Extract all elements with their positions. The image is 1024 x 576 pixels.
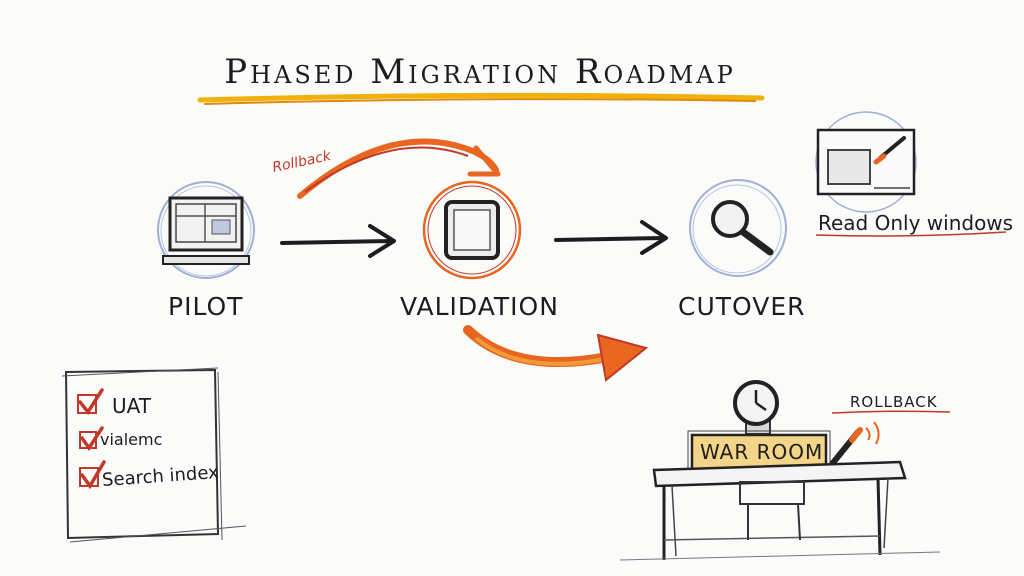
pen-icon <box>829 421 880 467</box>
orange-arrow-bottom <box>463 325 649 382</box>
checklist-item-1: UAT <box>112 394 151 418</box>
arrow-pilot-to-validation <box>280 224 396 258</box>
war-room-rollback-label: ROLLBACK <box>850 393 938 411</box>
magnifier-icon <box>689 179 787 277</box>
monitor-icon <box>157 181 255 279</box>
read-only-label: Read Only windows <box>818 211 1014 235</box>
clock-icon <box>733 380 779 435</box>
stage-label-validation: VALIDATION <box>400 292 559 321</box>
war-room-sign <box>687 430 831 474</box>
stage-label-cutover: CUTOVER <box>678 292 806 321</box>
checklist-item-2: vialemc <box>100 430 163 449</box>
read-only-window-icon <box>815 111 917 213</box>
arrow-validation-to-cutover <box>554 220 668 255</box>
war-room-label: WAR ROOM <box>700 440 824 464</box>
check-icon-2 <box>79 426 104 452</box>
check-icon-1 <box>77 388 104 416</box>
war-room-table <box>619 460 941 561</box>
tablet-icon <box>422 180 522 280</box>
page-title: Phased Migration Roadmap <box>224 52 736 92</box>
checklist-box <box>61 367 247 543</box>
stage-label-pilot: PILOT <box>168 292 244 321</box>
title-underline <box>197 92 765 103</box>
check-icon-3 <box>79 460 106 490</box>
rollback-arrow-top <box>297 138 501 199</box>
